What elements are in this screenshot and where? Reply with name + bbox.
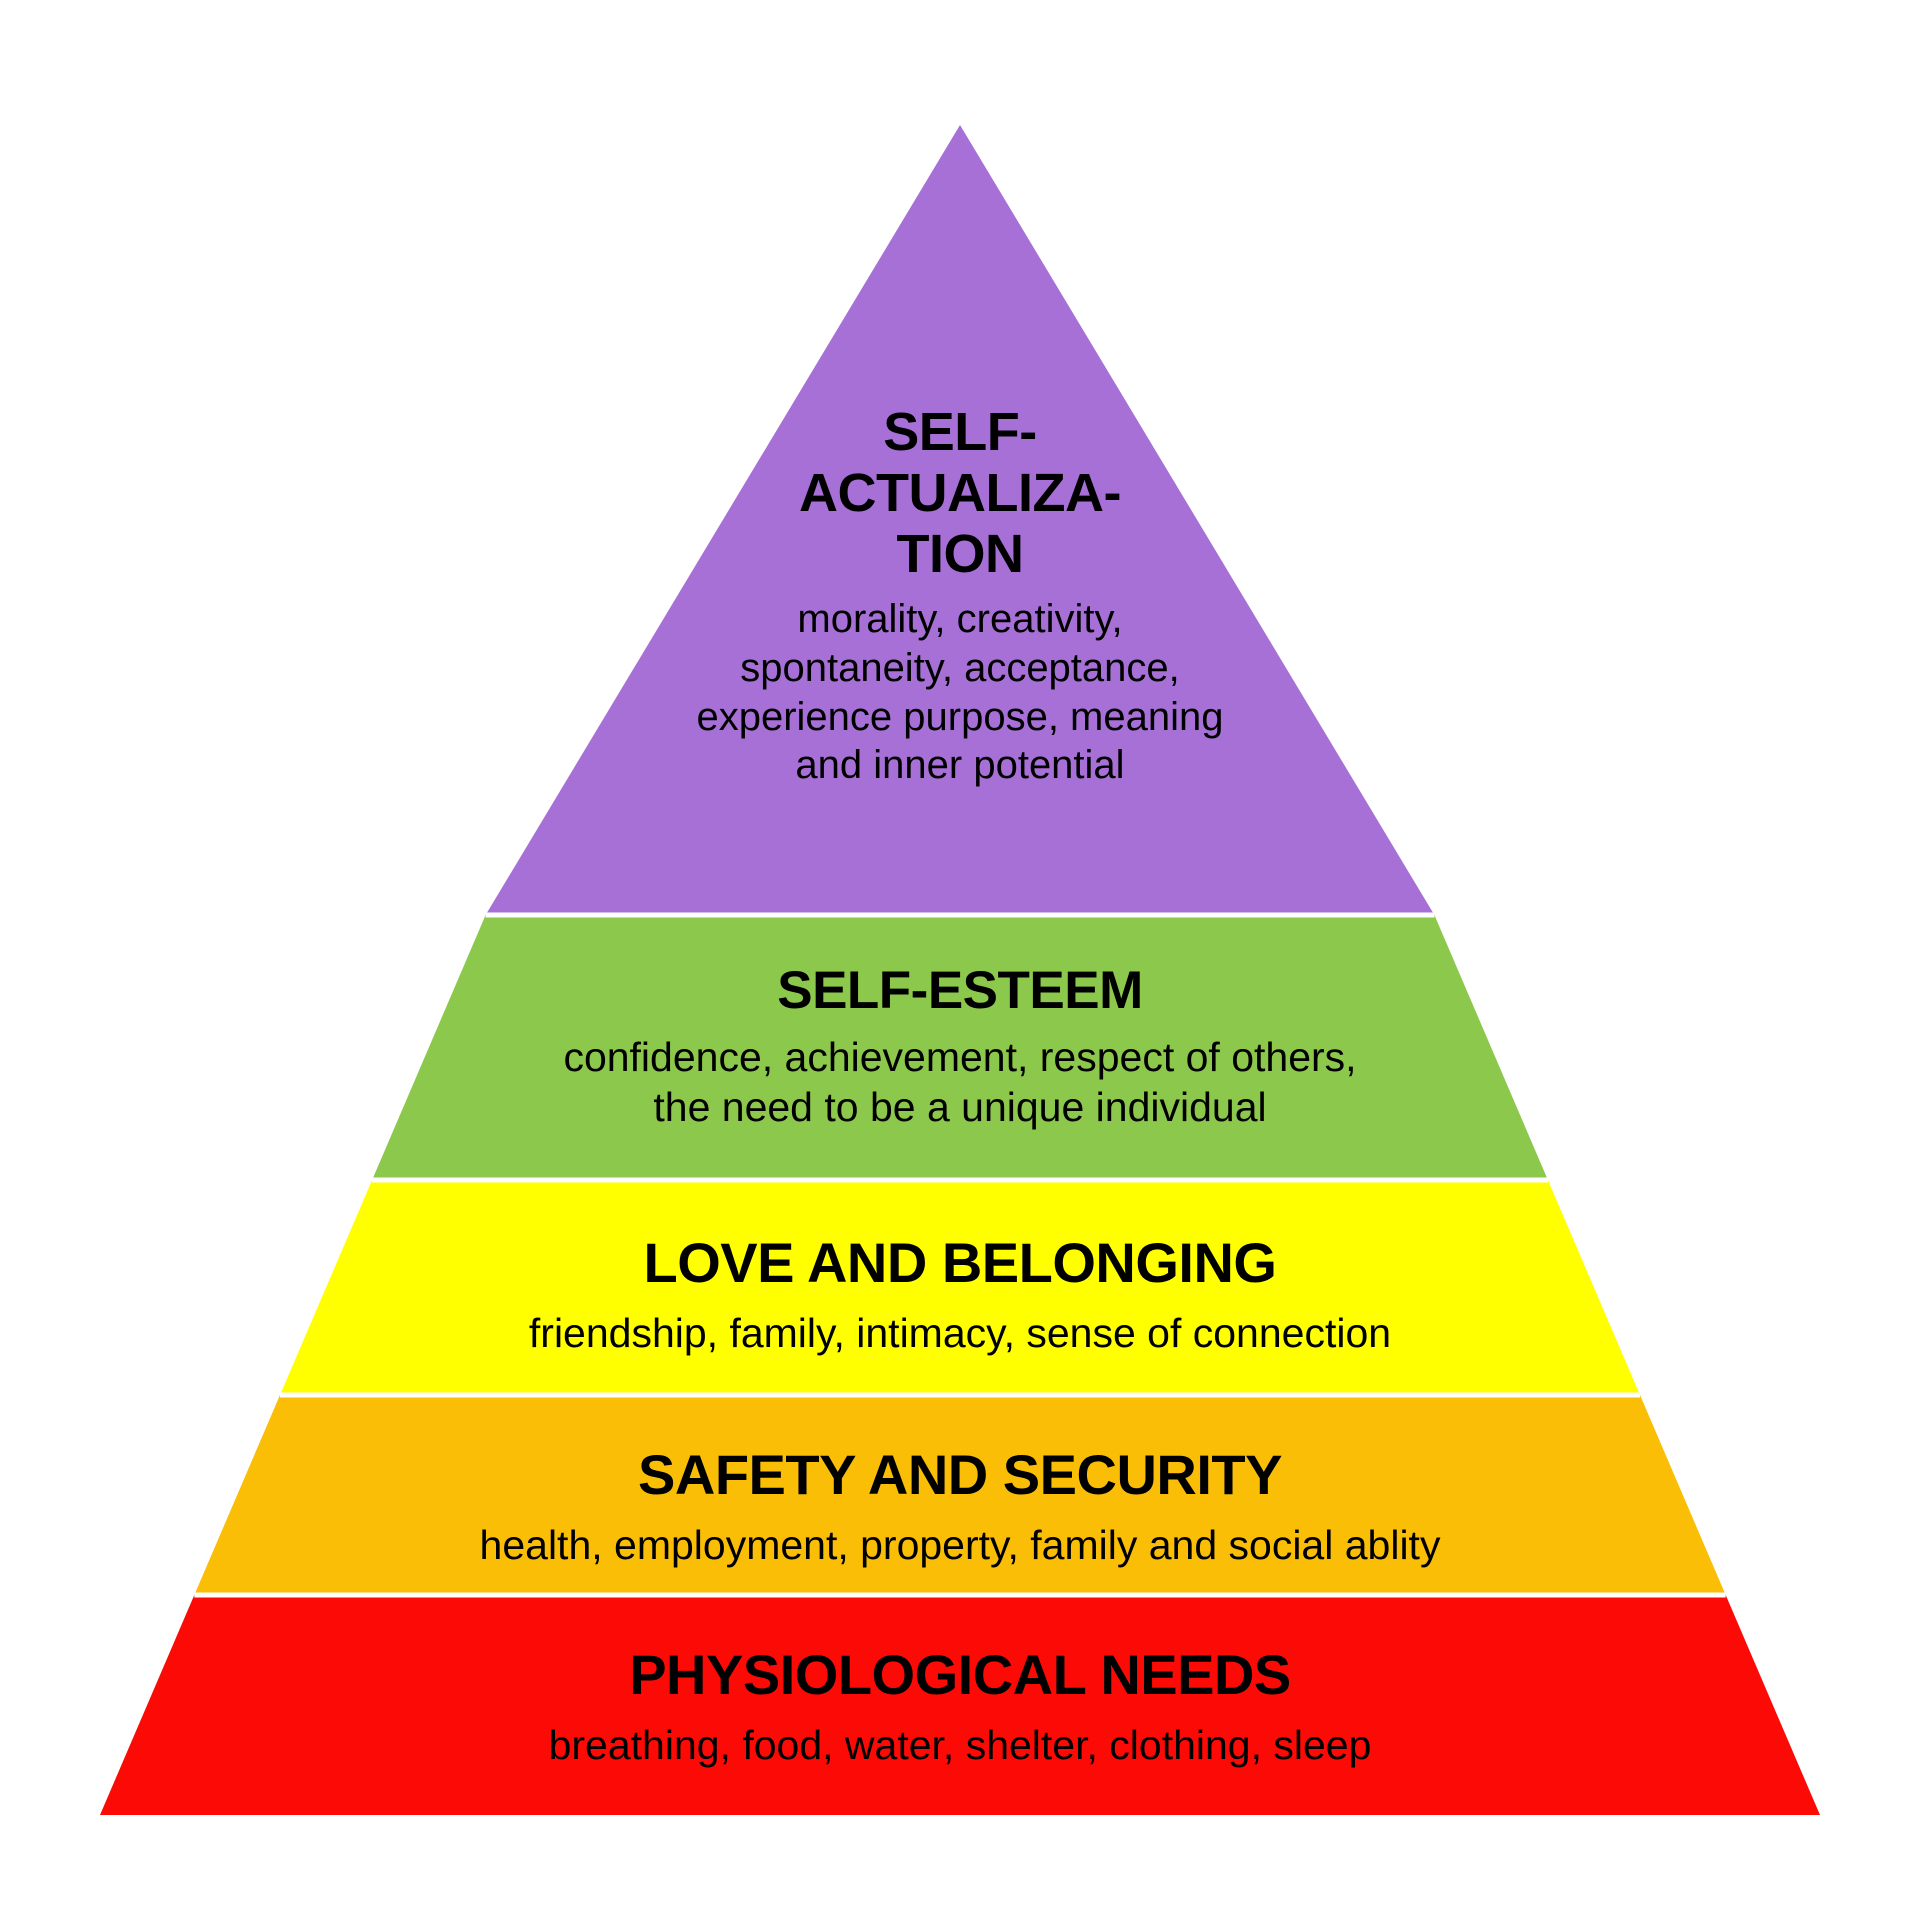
pyramid-tier-safety-and-security[interactable] xyxy=(194,1395,1726,1595)
pyramid-tier-physiological-needs[interactable] xyxy=(100,1595,1820,1815)
pyramid-tier-self-actualization[interactable] xyxy=(485,125,1435,915)
pyramid-tier-love-and-belonging[interactable] xyxy=(280,1180,1640,1395)
pyramid-tier-self-esteem[interactable] xyxy=(372,915,1548,1180)
